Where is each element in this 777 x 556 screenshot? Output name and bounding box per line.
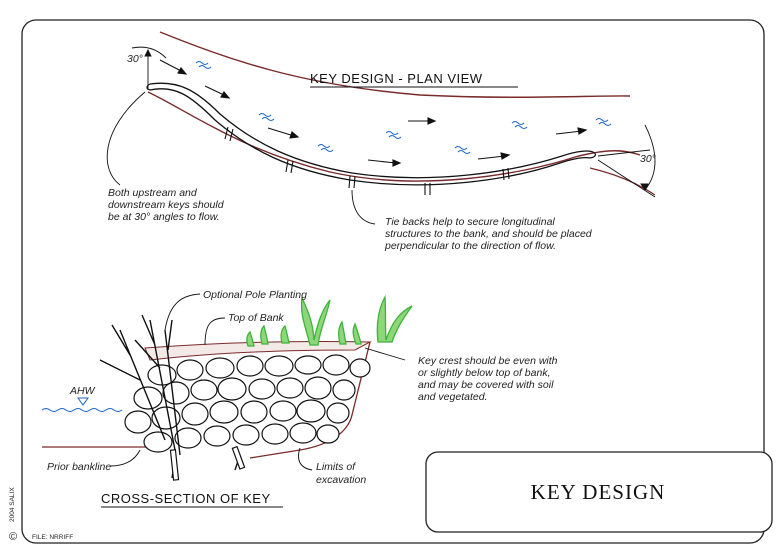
plan-water-marks [195, 61, 612, 154]
section-ahw-marker [77, 397, 89, 406]
plan-lower-bank [147, 91, 641, 182]
plan-tiebacks [224, 126, 510, 195]
section-grass [246, 294, 413, 347]
salix-credit: 2004 SALIX [9, 487, 16, 522]
title-block-title: KEY DESIGN [531, 480, 666, 504]
plan-note-tiebacks: Tie backs help to secure longitudinal st… [384, 216, 595, 252]
plan-title: KEY DESIGN - PLAN VIEW [310, 71, 483, 86]
section-prior-leader [109, 449, 141, 467]
section-pole-stakes [169, 445, 246, 481]
section-soil-cap [144, 340, 372, 361]
plan-tiebacks-leader [351, 189, 376, 225]
plan-lower-bank-tail [589, 167, 656, 196]
section-pole-leader [164, 293, 201, 331]
cross-section: AHW [41, 289, 560, 508]
section-limits-label: Limits of excavation [316, 461, 366, 486]
plan-angle-upstream [131, 46, 167, 90]
section-crest-note: Key crest should be even with or slightl… [418, 355, 560, 403]
sheet-border [21, 19, 765, 544]
section-ahw-label: AHW [69, 385, 96, 397]
title-block: KEY DESIGN [425, 451, 773, 533]
section-pole-label: Optional Pole Planting [203, 289, 307, 301]
plan-angle-upstream-label: 30° [127, 53, 143, 65]
section-top-label: Top of Bank [228, 312, 284, 324]
plan-angle-downstream-label: 30° [640, 153, 656, 165]
section-crest-leader [364, 347, 406, 361]
section-prior-label: Prior bankline [47, 461, 111, 473]
plan-structure-inner [149, 82, 594, 179]
section-top-leader [204, 317, 226, 346]
plan-flow-arrows [159, 59, 588, 167]
plan-keys-leader [106, 91, 146, 186]
section-water [41, 408, 123, 412]
section-title: CROSS-SECTION OF KEY [101, 491, 271, 506]
plan-note-keys: Both upstream and downstream keys should… [108, 187, 226, 223]
title-block-frame [425, 451, 773, 533]
file-name: FILE: NRRIFF [32, 534, 73, 541]
section-limits-leader [298, 447, 313, 471]
plan-angle-downstream [597, 124, 656, 198]
copyright-symbol: © [9, 531, 17, 543]
plan-structure-end [146, 83, 596, 159]
plan-upper-bank [159, 31, 631, 98]
plan-view: 30° 30° KEY DESIGN - PLAN VIEW Both upst… [106, 31, 656, 252]
margin-info: © 2004 SALIX FILE: NRRIFF [9, 487, 73, 543]
section-rocks [124, 354, 371, 453]
